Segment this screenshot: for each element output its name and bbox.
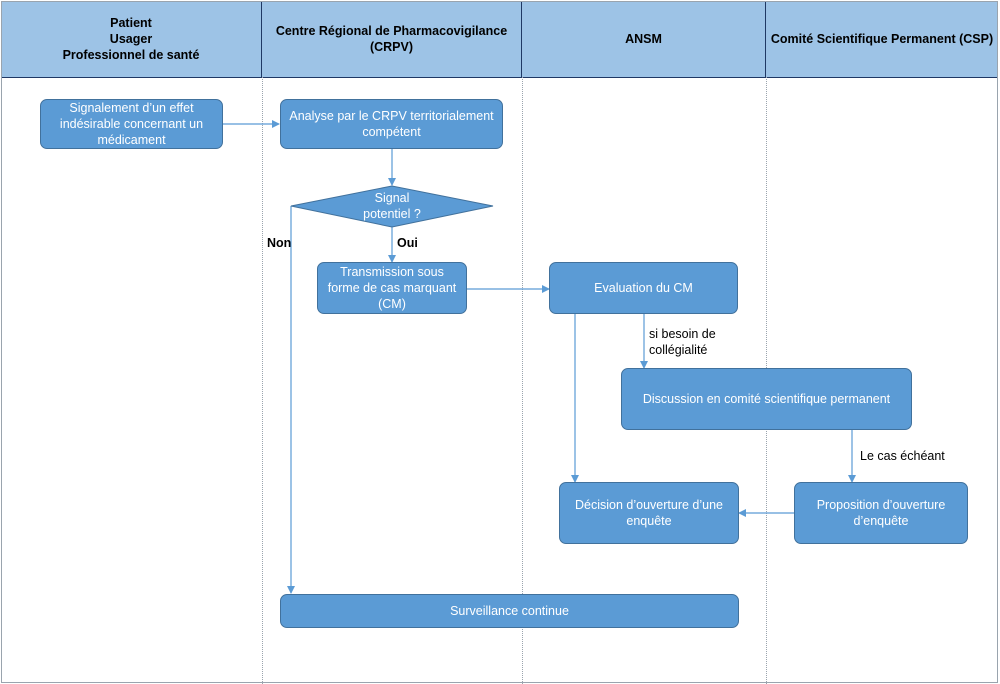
node-analyse-label: Analyse par le CRPV territorialement com…	[289, 109, 494, 139]
lane-title-patient: Patient Usager Professionnel de santé	[62, 16, 200, 62]
node-signalement[interactable]: Signalement d’un effet indésirable conce…	[40, 99, 223, 149]
node-decision-label: Décision d’ouverture d’une enquête	[574, 498, 723, 528]
decision-diamond-shape	[290, 185, 494, 228]
node-signalement-label: Signalement d’un effet indésirable conce…	[59, 101, 204, 147]
lane-divider-1	[262, 77, 263, 684]
node-proposition-label: Proposition d’ouverture d’enquête	[816, 498, 946, 528]
lane-divider-2	[522, 77, 523, 684]
node-discussion-label: Discussion en comité scientifique perman…	[642, 392, 891, 406]
node-proposition[interactable]: Proposition d’ouverture d’enquête	[794, 482, 968, 544]
lane-header-crpv: Centre Régional de Pharmacovigilance (CR…	[262, 1, 522, 77]
lane-title-csp: Comité Scientifique Permanent (CSP)	[770, 32, 994, 46]
node-evaluation[interactable]: Evaluation du CM	[549, 262, 738, 314]
lane-header-patient: Patient Usager Professionnel de santé	[1, 1, 262, 77]
node-transmission-label: Transmission sous forme de cas marquant …	[327, 265, 457, 311]
lane-title-crpv: Centre Régional de Pharmacovigilance (CR…	[275, 24, 508, 54]
edge-label-si-besoin: si besoin de collégialité	[649, 327, 716, 357]
lane-header-csp: Comité Scientifique Permanent (CSP)	[766, 1, 998, 77]
node-evaluation-label: Evaluation du CM	[594, 281, 693, 295]
decision-signal-potentiel-label: Signal potentiel ?	[363, 191, 421, 221]
node-surveillance-label: Surveillance continue	[450, 604, 569, 618]
edge-label-le-cas: Le cas échéant	[860, 449, 945, 463]
node-transmission[interactable]: Transmission sous forme de cas marquant …	[317, 262, 467, 314]
edge-label-oui: Oui	[397, 236, 418, 250]
header-bottom-line	[1, 77, 998, 78]
node-surveillance[interactable]: Surveillance continue	[280, 594, 739, 628]
edge-label-non: Non	[267, 236, 292, 250]
node-decision[interactable]: Décision d’ouverture d’une enquête	[559, 482, 739, 544]
lane-title-ansm: ANSM	[625, 32, 662, 46]
lane-header-ansm: ANSM	[522, 1, 766, 77]
node-analyse[interactable]: Analyse par le CRPV territorialement com…	[280, 99, 503, 149]
node-discussion[interactable]: Discussion en comité scientifique perman…	[621, 368, 912, 430]
